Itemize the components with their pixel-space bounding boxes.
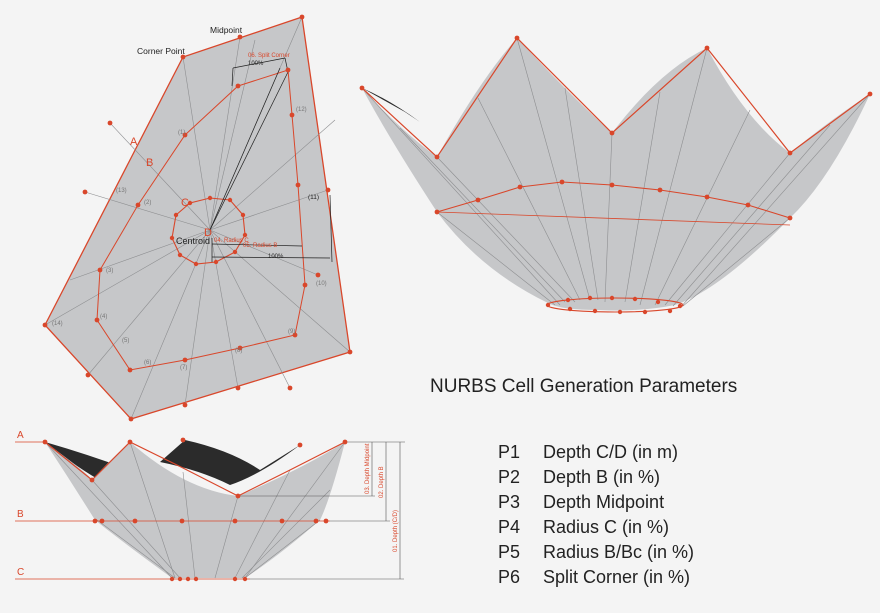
- parameter-id: P3: [498, 492, 521, 512]
- plan-dimension-lines: [209, 57, 333, 263]
- perspective-dark-edge: [362, 88, 420, 122]
- section-ribs: [44, 441, 346, 579]
- parameter-row: P6 Split Corner (in %): [498, 565, 694, 590]
- midpoint-label: Midpoint: [210, 25, 243, 35]
- plan-view: Midpoint Corner Point Centroid A B C D 0…: [42, 14, 353, 422]
- ring-b-label: B: [146, 157, 153, 169]
- plan-number-8: (8): [235, 348, 242, 354]
- perspective-surface: [362, 38, 870, 311]
- plan-number-5: (5): [122, 338, 129, 344]
- level-c-label: C: [17, 567, 24, 578]
- section-view: A B C 03. Depth Midpoint 02. Depth B 01.…: [15, 430, 405, 582]
- centroid-label: Centroid: [176, 236, 210, 246]
- plan-number-14: (14): [52, 321, 63, 327]
- split-corner-label: 06. Split Corner: [248, 53, 290, 59]
- parameter-row: P4 Radius C (in %): [498, 515, 694, 540]
- parameter-row: P5 Radius B/Bc (in %): [498, 540, 694, 565]
- perspective-mid-ring-back: [436, 211, 791, 226]
- depth-cd-label: 01. Depth (C/D): [393, 510, 399, 552]
- section-control-points: [42, 437, 348, 582]
- parameter-id: P2: [498, 467, 521, 487]
- parameter-list: P1 Depth C/D (in m) P2 Depth B (in %) P3 De…: [498, 440, 694, 590]
- plan-number-6: (6): [144, 360, 151, 366]
- plan-ring-c: [171, 197, 246, 265]
- plan-surface: [44, 16, 351, 420]
- parameter-label: Depth C/D (in m): [543, 442, 679, 462]
- plan-number-11: (11): [308, 194, 319, 201]
- radius-b-label: 05. Radius B: [243, 243, 277, 249]
- plan-number-7: (7): [180, 365, 187, 371]
- pct-bottom-label: 100%: [268, 254, 284, 260]
- depth-b-label: 02. Depth B: [379, 466, 385, 498]
- ring-c-label: C: [181, 197, 189, 209]
- level-a-label: A: [17, 430, 24, 441]
- parameter-label: Depth B (in %): [543, 467, 661, 487]
- parameter-id: P5: [498, 542, 521, 562]
- parameter-label: Radius B/Bc (in %): [543, 542, 695, 562]
- ring-a-label: A: [130, 136, 138, 148]
- parameter-id: P4: [498, 517, 521, 537]
- radius-c-label: 04. Radius C: [214, 238, 249, 244]
- section-dimension-lines: [238, 441, 405, 580]
- plan-radial-lines: [44, 16, 351, 420]
- plan-number-9: (9): [288, 329, 295, 335]
- parameter-row: P1 Depth C/D (in m): [498, 440, 694, 465]
- parameter-label: Depth Midpoint: [543, 492, 665, 512]
- parameter-row: P2 Depth B (in %): [498, 465, 694, 490]
- plan-number-4: (4): [100, 314, 107, 320]
- depth-midpoint-label: 03. Depth Midpoint: [365, 443, 371, 494]
- parameter-id: P6: [498, 567, 521, 587]
- parameter-label: Radius C (in %): [543, 517, 670, 537]
- plan-number-13: (13): [116, 188, 127, 194]
- level-b-label: B: [17, 509, 24, 520]
- plan-number-3: (3): [106, 268, 113, 274]
- parameter-id: P1: [498, 442, 521, 462]
- perspective-ribs: [361, 37, 871, 309]
- corner-point-label: Corner Point: [137, 46, 185, 56]
- perspective-control-points: [359, 35, 873, 315]
- plan-number-1: (1): [178, 130, 185, 136]
- plan-control-points: [42, 14, 353, 422]
- plan-number-2: (2): [144, 200, 151, 206]
- plan-number-12: (12): [296, 107, 307, 113]
- perspective-view: [359, 35, 873, 315]
- diagram-title: NURBS Cell Generation Parameters: [430, 376, 738, 397]
- plan-ring-b: [96, 69, 306, 371]
- parameter-row: P3 Depth Midpoint: [498, 490, 694, 515]
- parameter-label: Split Corner (in %): [543, 567, 691, 587]
- plan-number-10: (10): [316, 281, 327, 287]
- ring-d-label: D: [204, 227, 212, 239]
- pct-top-label: 100%: [248, 61, 264, 67]
